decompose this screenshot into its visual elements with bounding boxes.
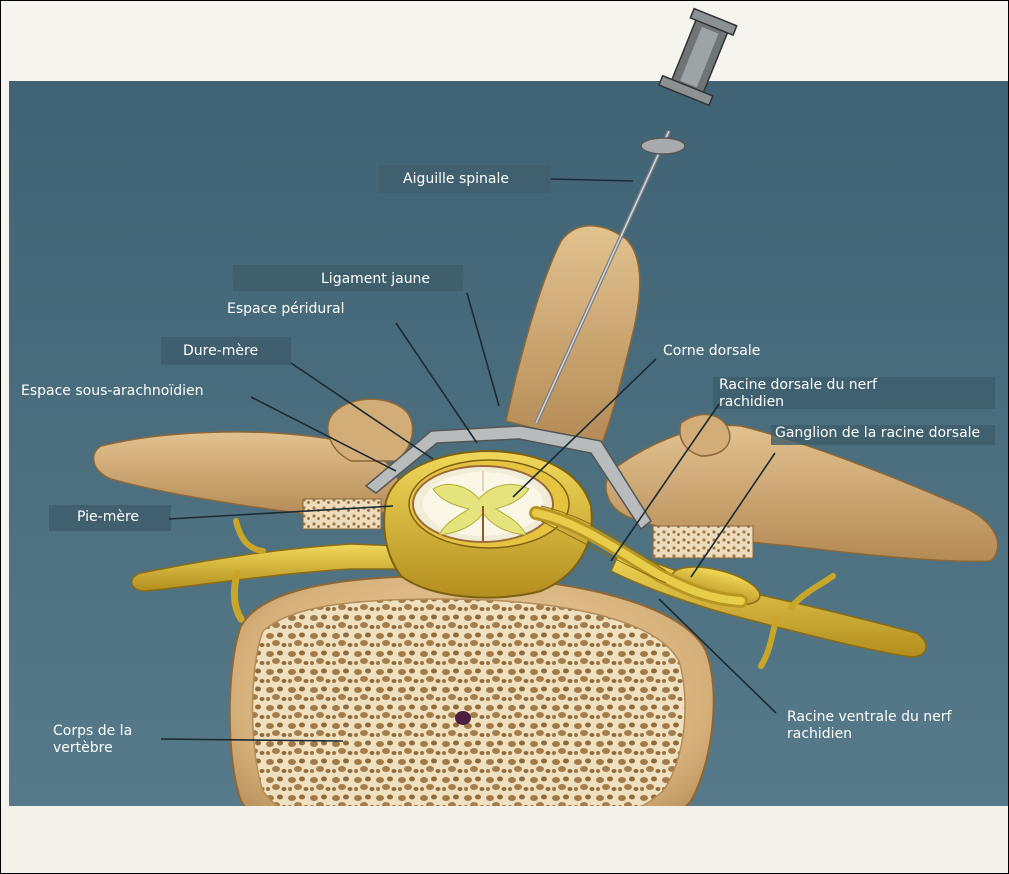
label-pie-mere: Pie-mère xyxy=(77,509,139,526)
left-articular-process xyxy=(328,399,413,461)
label-racine-dorsale: Racine dorsale du nerf rachidien xyxy=(719,377,929,411)
label-racine-ventrale: Racine ventrale du nerf rachidien xyxy=(787,709,957,743)
label-espace-peridural: Espace péridural xyxy=(227,301,345,318)
label-ganglion-racine-dorsale: Ganglion de la racine dorsale xyxy=(775,425,985,442)
top-paper-strip xyxy=(1,1,1008,81)
label-ligament-jaune: Ligament jaune xyxy=(321,271,430,288)
label-espace-sous-arachnoidien: Espace sous-arachnoïdien xyxy=(21,383,204,400)
label-corps-vertebre: Corps de la vertèbre xyxy=(53,723,163,757)
bottom-paper-strip xyxy=(1,806,1008,873)
needle-hub xyxy=(641,138,685,154)
label-aiguille-spinale: Aiguille spinale xyxy=(403,171,509,188)
label-corne-dorsale: Corne dorsale xyxy=(663,343,760,360)
right-lamina-cut xyxy=(653,526,753,558)
left-lamina-cut xyxy=(303,499,381,529)
label-dure-mere: Dure-mère xyxy=(183,343,258,360)
basivertebral-vessel xyxy=(455,711,471,725)
